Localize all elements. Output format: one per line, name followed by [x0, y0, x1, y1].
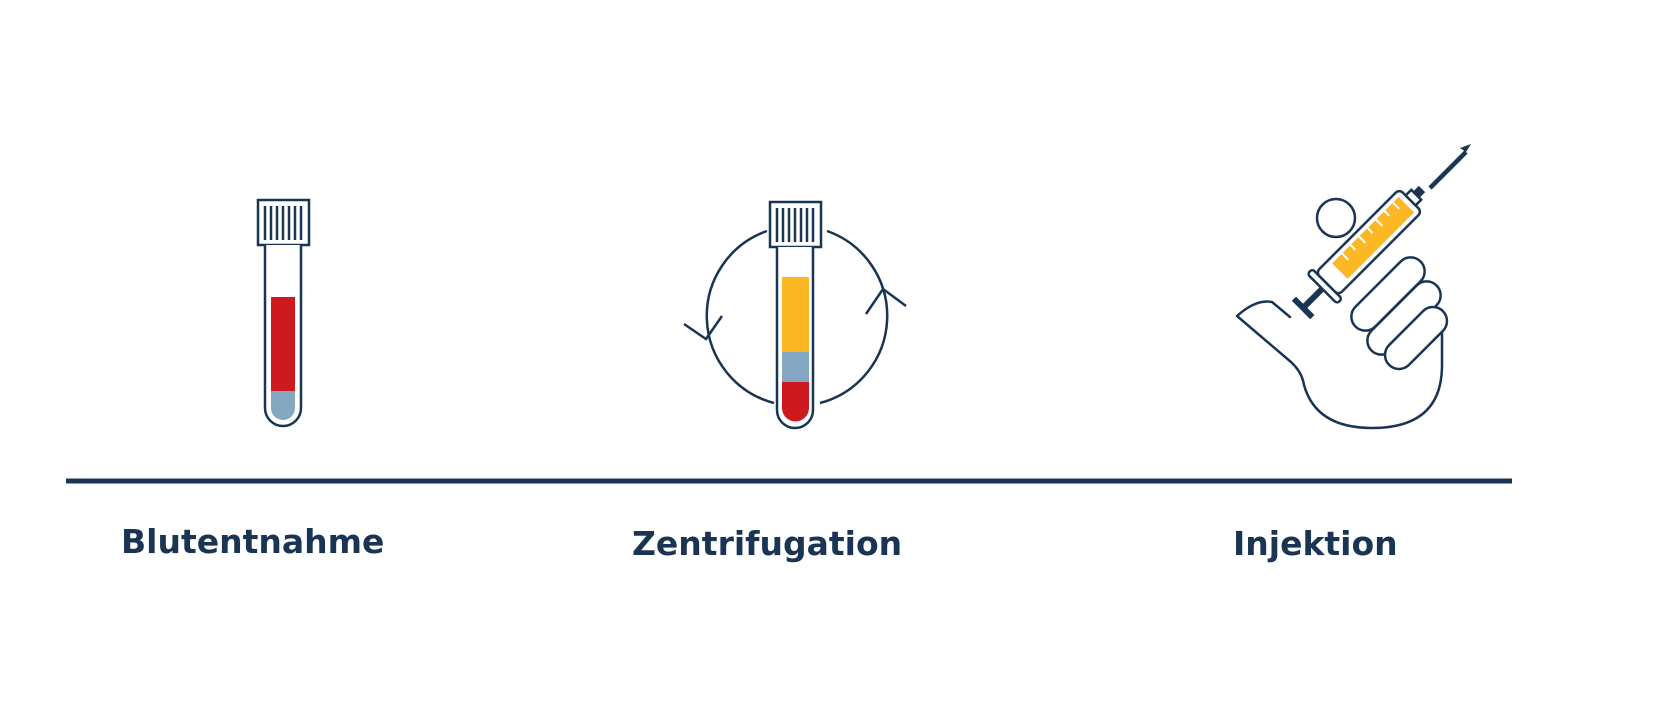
step-label-injection: Injektion: [1233, 524, 1398, 563]
centrifuge-icon: [683, 200, 907, 430]
step-label-centrifugation: Zentrifugation: [632, 524, 903, 563]
blood-tube-icon: [256, 198, 311, 428]
syringe-hand-icon: [1235, 144, 1471, 430]
step-label-blood-collection: Blutentnahme: [121, 522, 385, 561]
